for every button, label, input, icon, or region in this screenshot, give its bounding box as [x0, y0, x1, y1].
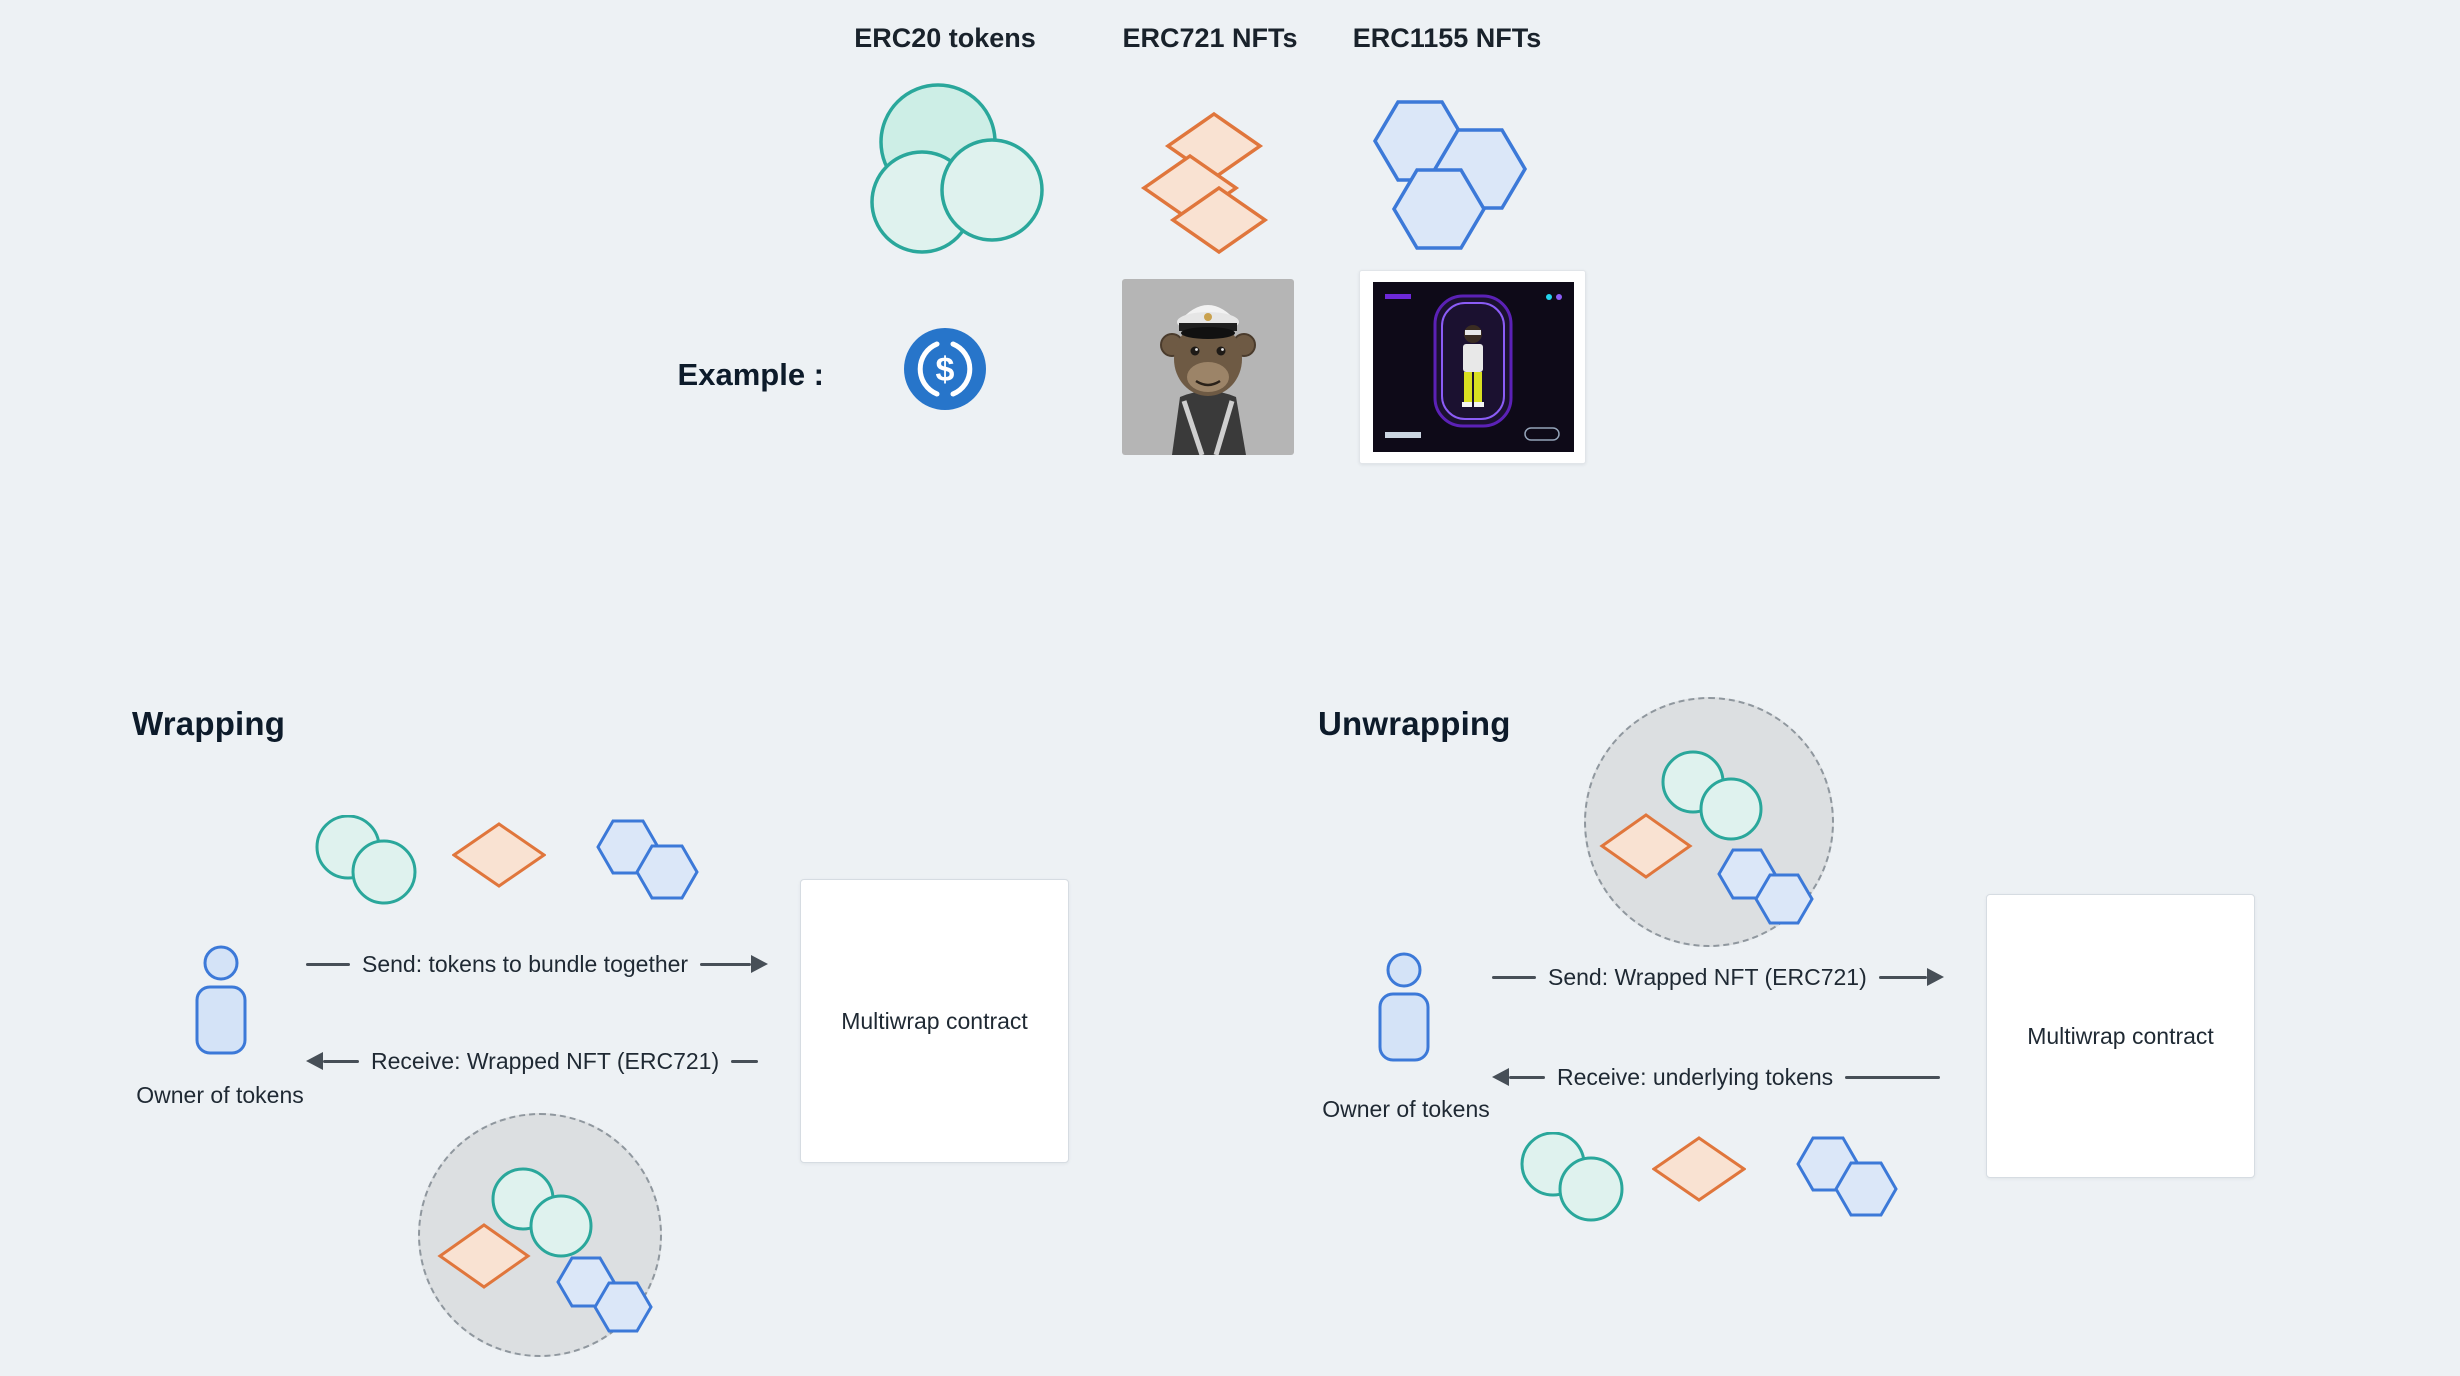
- arrow-line: [1492, 975, 1536, 979]
- unwrapping-heading: Unwrapping: [1318, 705, 1511, 742]
- receive-arrow: Receive: Wrapped NFT (ERC721): [306, 1048, 758, 1074]
- send-arrow: Send: Wrapped NFT (ERC721): [1492, 964, 1944, 990]
- send-arrow-label: Send: tokens to bundle together: [362, 950, 689, 977]
- wrapped-bundle-icon: [1584, 697, 1834, 947]
- bored-ape-nft-image: [1122, 279, 1294, 455]
- receive-arrow-label: Receive: underlying tokens: [1557, 1063, 1834, 1090]
- token-type-label-erc20: ERC20 tokens: [854, 23, 1036, 53]
- owner-of-tokens-label: Owner of tokens: [136, 1082, 304, 1108]
- erc1155-token-pair-icon: [1795, 1135, 1905, 1220]
- person-icon: [1372, 952, 1436, 1064]
- token-type-label-erc1155: ERC1155 NFTs: [1352, 23, 1542, 53]
- left-arrowhead-icon: [1492, 1068, 1509, 1086]
- receive-arrow-label: Receive: Wrapped NFT (ERC721): [371, 1047, 720, 1074]
- arrow-line: [1509, 1075, 1545, 1079]
- wrapped-bundle-icon: [418, 1113, 662, 1357]
- arrow-line: [731, 1059, 758, 1063]
- arrow-line: [1845, 1075, 1940, 1079]
- pixel-character-nft-image: [1359, 270, 1586, 464]
- token-type-label-erc721: ERC721 NFTs: [1122, 23, 1298, 53]
- right-arrowhead-icon: [751, 955, 768, 973]
- erc20-circle-tokens-icon: [862, 80, 1062, 265]
- receive-arrow: Receive: underlying tokens: [1492, 1064, 1940, 1090]
- person-icon: [189, 945, 253, 1057]
- erc721-token-icon: [452, 822, 546, 888]
- wrapping-heading: Wrapping: [132, 705, 286, 742]
- erc1155-token-pair-icon: [595, 818, 705, 903]
- multiwrap-contract-label: Multiwrap contract: [841, 1007, 1028, 1034]
- arrow-line: [306, 962, 350, 966]
- example-label: Example :: [677, 357, 824, 392]
- erc721-diamond-tokens-icon: [1128, 98, 1328, 268]
- usdc-coin-icon: $: [904, 328, 986, 410]
- erc721-token-icon: [1652, 1136, 1746, 1202]
- left-arrowhead-icon: [306, 1052, 323, 1070]
- arrow-line: [700, 962, 751, 966]
- multiwrap-contract-box: Multiwrap contract: [800, 879, 1069, 1163]
- right-arrowhead-icon: [1927, 968, 1944, 986]
- svg-text:$: $: [936, 351, 955, 389]
- erc20-token-pair-icon: [315, 815, 430, 910]
- arrow-line: [1878, 975, 1927, 979]
- multiwrap-contract-label: Multiwrap contract: [2027, 1022, 2214, 1049]
- erc20-token-pair-icon: [1520, 1132, 1630, 1224]
- erc1155-hexagon-tokens-icon: [1352, 95, 1572, 265]
- arrow-line: [323, 1059, 359, 1063]
- send-arrow: Send: tokens to bundle together: [306, 951, 768, 977]
- owner-of-tokens-label: Owner of tokens: [1322, 1096, 1490, 1122]
- multiwrap-contract-box: Multiwrap contract: [1986, 894, 2255, 1178]
- send-arrow-label: Send: Wrapped NFT (ERC721): [1548, 963, 1867, 990]
